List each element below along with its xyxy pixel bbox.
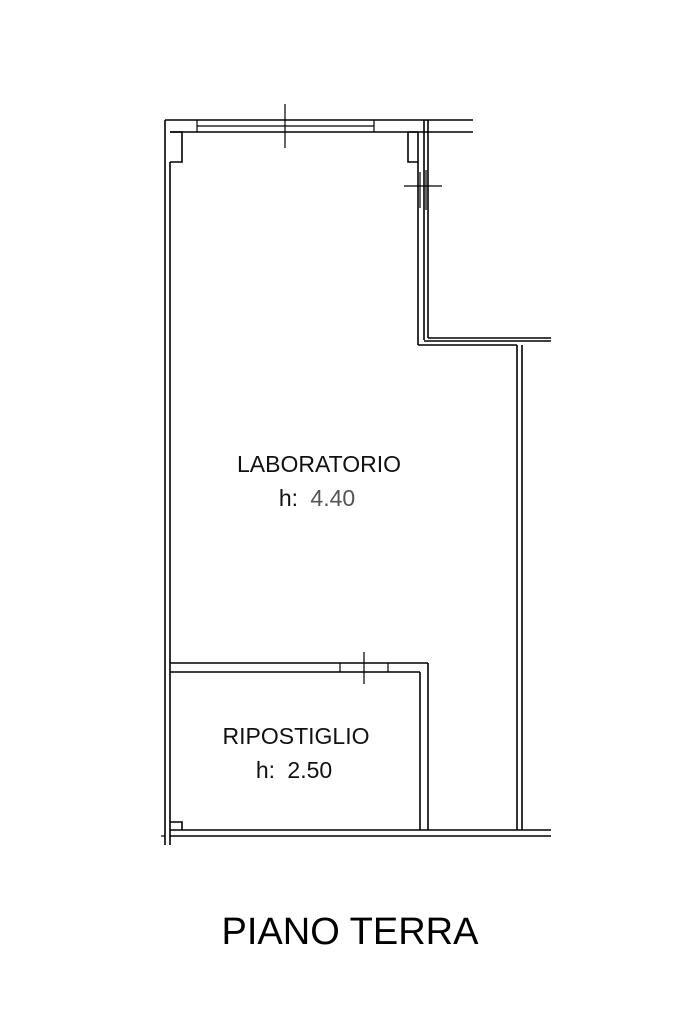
room-label-laboratorio: LABORATORIO (237, 451, 401, 477)
height-value: 2.50 (287, 757, 332, 783)
ne-pilaster (407, 131, 418, 163)
room-label-ripostiglio: RIPOSTIGLIO (223, 723, 370, 749)
storage-partition (170, 652, 429, 830)
room-height-laboratorio: h: 4.40 (279, 485, 355, 511)
sw-pilaster (170, 821, 183, 830)
floor-title: PIANO TERRA (222, 911, 480, 953)
nw-pilaster (170, 131, 183, 163)
outer-walls (161, 104, 551, 845)
height-value: 4.40 (310, 485, 355, 511)
room-height-ripostiglio: h: 2.50 (256, 757, 332, 783)
height-prefix: h: (256, 757, 275, 783)
height-prefix: h: (279, 485, 298, 511)
